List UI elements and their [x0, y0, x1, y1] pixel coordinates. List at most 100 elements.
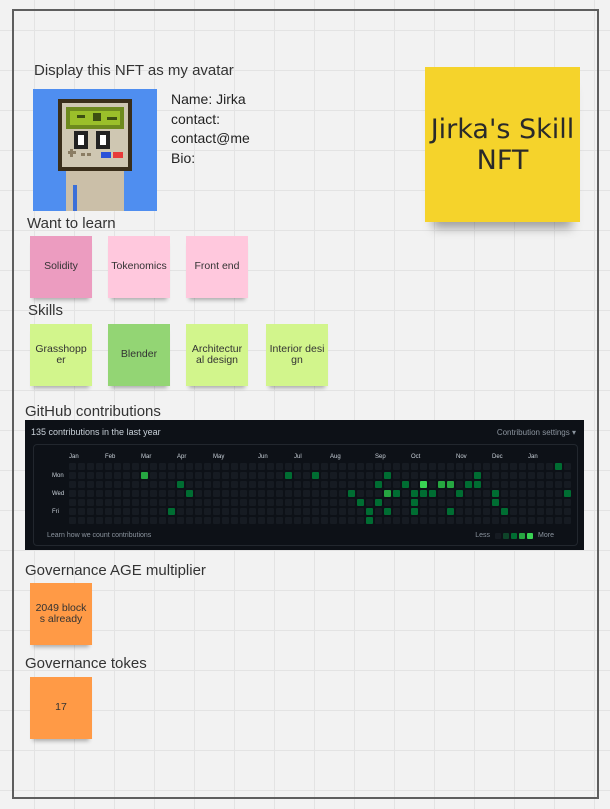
contribution-cell	[555, 499, 562, 506]
contribution-cell	[492, 481, 499, 488]
contribution-cell	[294, 463, 301, 470]
contribution-cell	[366, 490, 373, 497]
contribution-cell	[483, 463, 490, 470]
title-sticky-note[interactable]: Jirka's Skill NFT	[425, 67, 580, 222]
contribution-cell	[195, 508, 202, 515]
learn-note-tokenomics[interactable]: Tokenomics	[108, 236, 170, 298]
governance-age-note[interactable]: 2049 blocks already	[30, 583, 92, 645]
governance-age-value: 2049 blocks already	[35, 601, 87, 625]
contribution-cell	[114, 499, 121, 506]
contribution-cell	[87, 463, 94, 470]
contribution-cell	[357, 472, 364, 479]
contribution-cell	[447, 490, 454, 497]
contribution-cell	[177, 481, 184, 488]
contribution-cell	[150, 499, 157, 506]
legend-cell	[519, 532, 526, 539]
contribution-cell	[123, 481, 130, 488]
contribution-cell	[105, 481, 112, 488]
contribution-cell	[366, 481, 373, 488]
contribution-cell	[402, 463, 409, 470]
contribution-cell	[411, 490, 418, 497]
learn-note-label: Front end	[194, 260, 240, 273]
skill-note-blender[interactable]: Blender	[108, 324, 170, 386]
skill-note-interior-design[interactable]: Interior design	[266, 324, 328, 386]
github-contribution-graph: 135 contributions in the last year Contr…	[25, 420, 584, 550]
contribution-cell	[141, 517, 148, 524]
contribution-cell	[402, 490, 409, 497]
github-contributions-header: GitHub contributions	[25, 403, 161, 420]
contribution-cell	[366, 517, 373, 524]
skill-note-grasshopper[interactable]: Grasshopper	[30, 324, 92, 386]
contribution-cell	[375, 508, 382, 515]
contribution-cell	[231, 517, 238, 524]
contribution-cell	[231, 472, 238, 479]
contribution-cell	[204, 508, 211, 515]
contribution-cell	[231, 481, 238, 488]
contribution-cell	[411, 517, 418, 524]
governance-age-header: Governance AGE multiplier	[25, 562, 206, 579]
learn-note-front-end[interactable]: Front end	[186, 236, 248, 298]
contribution-cell	[411, 481, 418, 488]
contribution-cell	[528, 517, 535, 524]
contribution-cell	[222, 499, 229, 506]
contribution-cell	[339, 517, 346, 524]
contribution-cell	[285, 499, 292, 506]
contribution-cell	[294, 472, 301, 479]
contribution-cell	[384, 499, 391, 506]
contribution-cell	[168, 517, 175, 524]
contribution-cell	[528, 463, 535, 470]
contribution-cell	[132, 490, 139, 497]
contribution-cell	[276, 463, 283, 470]
governance-tokens-note[interactable]: 17	[30, 677, 92, 739]
contribution-cell	[213, 463, 220, 470]
contribution-cell	[429, 463, 436, 470]
contribution-cell	[276, 508, 283, 515]
contribution-cell	[330, 481, 337, 488]
nft-avatar-image	[33, 89, 157, 211]
contribution-settings-button[interactable]: Contribution settings ▾	[496, 428, 576, 437]
contribution-cell	[537, 463, 544, 470]
contribution-cell	[456, 481, 463, 488]
month-label: Jul	[294, 454, 302, 460]
contribution-cell	[339, 499, 346, 506]
contribution-cell	[303, 499, 310, 506]
contribution-cell	[564, 481, 571, 488]
contribution-cell	[258, 508, 265, 515]
contribution-cell	[267, 490, 274, 497]
contribution-cell	[258, 517, 265, 524]
contribution-cell	[141, 463, 148, 470]
contribution-cell	[105, 472, 112, 479]
contribution-cell	[492, 490, 499, 497]
contribution-cell	[186, 517, 193, 524]
day-label-fri: Fri	[52, 509, 59, 515]
learn-note-solidity[interactable]: Solidity	[30, 236, 92, 298]
skill-note-architectural-design[interactable]: Architectural design	[186, 324, 248, 386]
contribution-cell	[258, 472, 265, 479]
contribution-cell	[492, 499, 499, 506]
contribution-cell	[537, 499, 544, 506]
contribution-cell	[438, 499, 445, 506]
contribution-cell	[564, 508, 571, 515]
contribution-cell	[132, 481, 139, 488]
contribution-cell	[312, 481, 319, 488]
contribution-cell	[528, 508, 535, 515]
contribution-cell	[240, 499, 247, 506]
contribution-cell	[285, 481, 292, 488]
contribution-cell	[276, 490, 283, 497]
contribution-cell	[474, 472, 481, 479]
contribution-cell	[510, 517, 517, 524]
contribution-cell	[285, 517, 292, 524]
contribution-cell	[330, 499, 337, 506]
contribution-cell	[474, 463, 481, 470]
contribution-cell	[123, 490, 130, 497]
contribution-cell	[69, 472, 76, 479]
contribution-cell	[519, 517, 526, 524]
contribution-cell	[186, 481, 193, 488]
contribution-cell	[276, 517, 283, 524]
contribution-cell	[132, 499, 139, 506]
contribution-cell	[96, 517, 103, 524]
contribution-cell	[429, 472, 436, 479]
contribution-cell	[141, 481, 148, 488]
contribution-cell	[231, 463, 238, 470]
learn-how-link[interactable]: Learn how we count contributions	[47, 532, 152, 539]
